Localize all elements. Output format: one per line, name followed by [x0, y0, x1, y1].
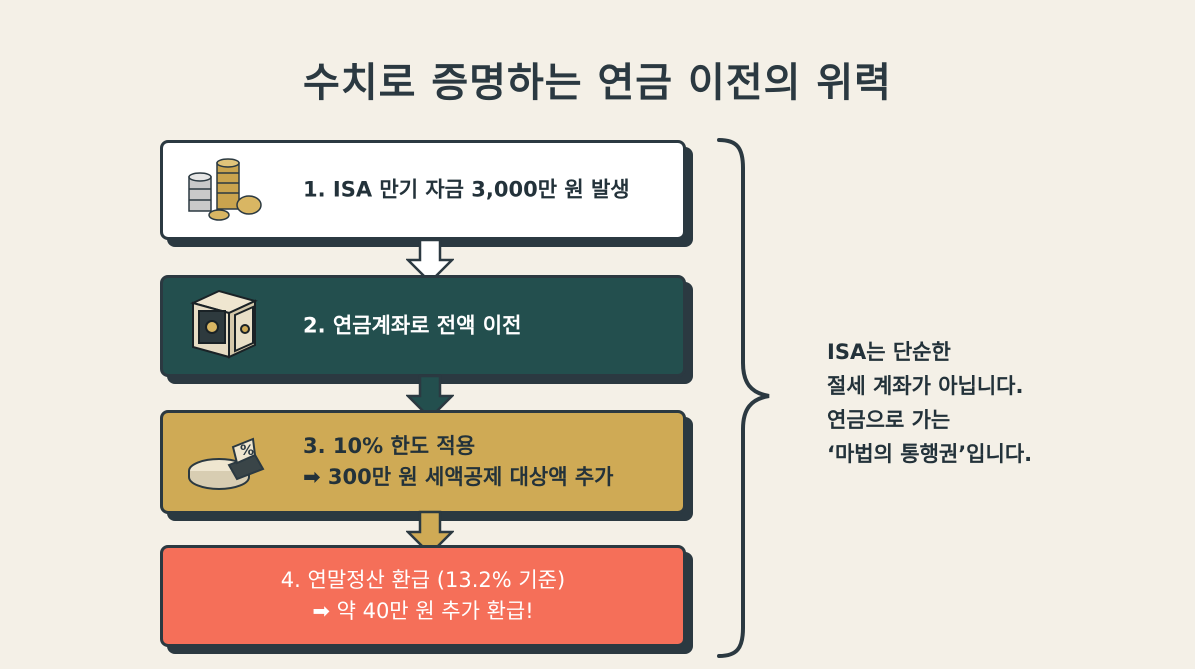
arrow-down-icon [406, 510, 454, 556]
step-4-line1: 4. 연말정산 환급 (13.2% 기준) [280, 568, 566, 592]
step-3-line2: ➡ 300만 원 세액공제 대상액 추가 [303, 465, 614, 489]
step-3-line1: 3. 10% 한도 적용 [303, 434, 476, 458]
safe-icon [185, 289, 265, 363]
step-4-box: 4. 연말정산 환급 (13.2% 기준) ➡ 약 40만 원 추가 환급! [160, 545, 686, 647]
step-2-box: 2. 연금계좌로 전액 이전 [160, 275, 686, 377]
step-4-line2: ➡ 약 40만 원 추가 환급! [312, 599, 534, 623]
step-1-text: 1. ISA 만기 자금 3,000만 원 발생 [303, 177, 630, 202]
pie-chart-percent-icon: % [185, 425, 269, 499]
svg-text:%: % [240, 443, 254, 459]
note-line: ISA는 단순한 [827, 340, 951, 364]
step-1-box: 1. ISA 만기 자금 3,000만 원 발생 [160, 140, 686, 240]
step-3-text: 3. 10% 한도 적용 ➡ 300만 원 세액공제 대상액 추가 [303, 431, 663, 493]
step-3-box: % 3. 10% 한도 적용 ➡ 300만 원 세액공제 대상액 추가 [160, 410, 686, 514]
summary-note: ISA는 단순한 절세 계좌가 아닙니다. 연금으로 가는 ‘마법의 통행권’입… [827, 335, 1032, 471]
arrow-down-icon [406, 374, 454, 420]
step-4-text: 4. 연말정산 환급 (13.2% 기준) ➡ 약 40만 원 추가 환급! [163, 565, 683, 627]
note-line: 절세 계좌가 아닙니다. [827, 374, 1024, 398]
note-line: 연금으로 가는 [827, 408, 951, 432]
note-line: ‘마법의 통행권’입니다. [827, 442, 1033, 466]
right-brace-icon [717, 138, 770, 658]
step-2-text: 2. 연금계좌로 전액 이전 [303, 313, 522, 338]
page-title: 수치로 증명하는 연금 이전의 위력 [303, 60, 892, 106]
coin-stack-icon [185, 153, 265, 227]
arrow-down-icon [406, 238, 454, 284]
